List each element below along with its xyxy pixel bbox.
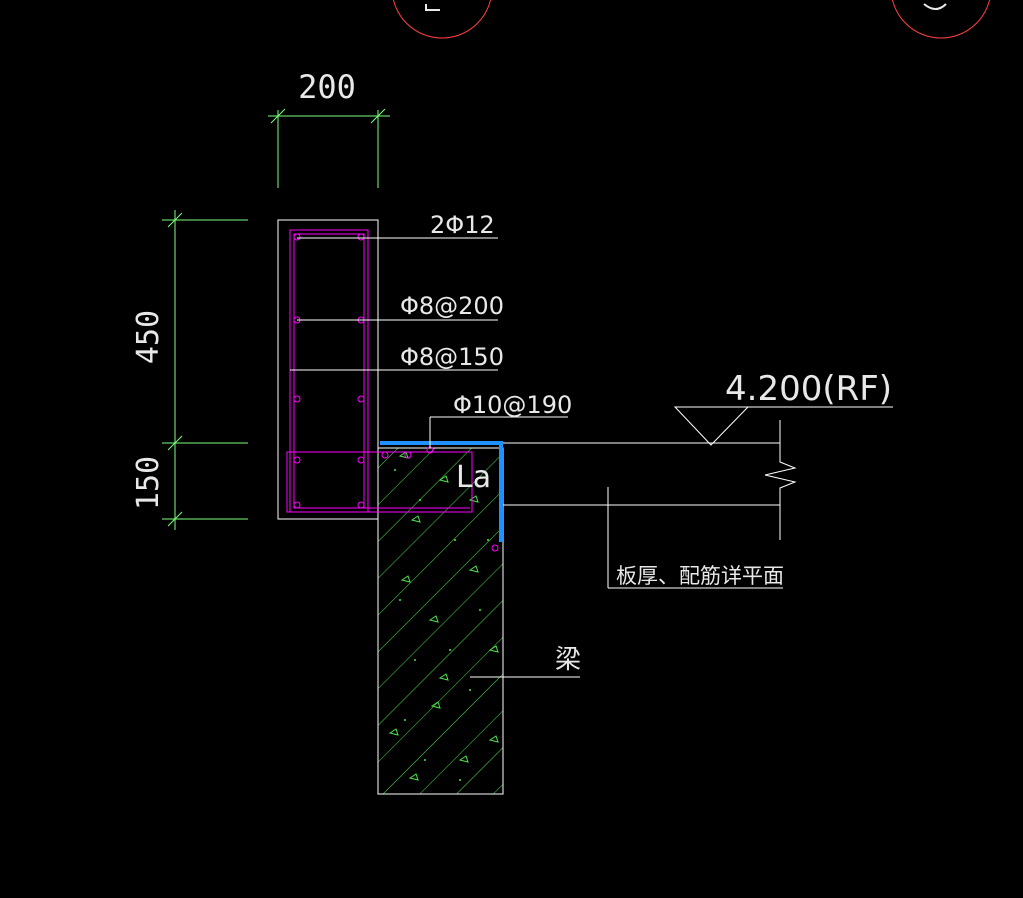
- axis-markers: [392, 0, 991, 39]
- slab-outline: [503, 420, 797, 540]
- dim-height-150: 150: [131, 456, 166, 510]
- label-stirrup-150: Φ8@150: [400, 343, 504, 371]
- axis-circle-right: [891, 0, 991, 39]
- beam-section: [377, 447, 504, 795]
- label-slab-note: 板厚、配筋详平面: [616, 564, 784, 588]
- dim-width-200: 200: [298, 68, 356, 106]
- dim-height-450: 450: [131, 310, 166, 364]
- label-stirrup-200: Φ8@200: [400, 292, 504, 320]
- parapet-rebar: [286, 229, 473, 513]
- label-top-bars: 2Φ12: [430, 211, 495, 239]
- label-beam: 梁: [555, 645, 581, 675]
- elevation-symbol: [673, 406, 893, 446]
- slab-rebar: [380, 441, 503, 542]
- axis-glyphs: [425, 3, 947, 11]
- axis-circle-left: [392, 0, 492, 39]
- leader-lines: [290, 237, 783, 678]
- label-anchor-la: La: [456, 460, 491, 495]
- label-slab-bar: Φ10@190: [453, 391, 572, 419]
- dimension-lines: [162, 108, 390, 530]
- label-elevation: 4.200(RF): [725, 369, 892, 409]
